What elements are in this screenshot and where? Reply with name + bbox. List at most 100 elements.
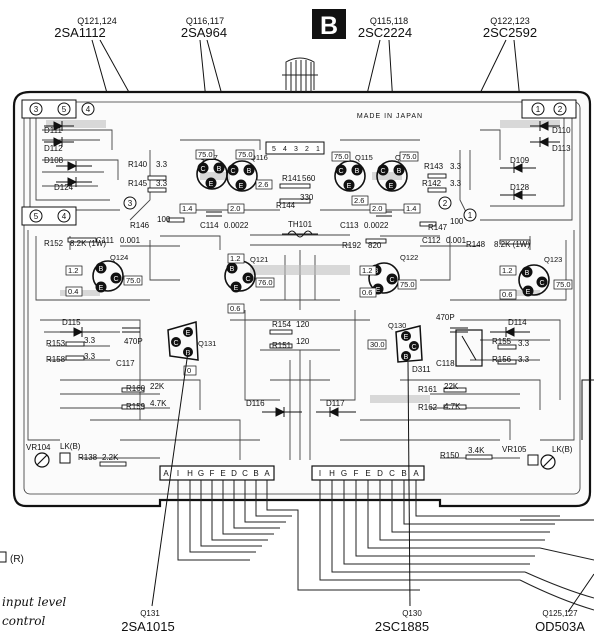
resistor-ref: R148 xyxy=(466,240,486,249)
resistor-ref: R160 xyxy=(126,384,146,393)
diode-label: D117 xyxy=(326,399,345,408)
voltage-value: 30.0 xyxy=(370,340,385,349)
group-type: OD503A xyxy=(535,619,585,634)
pin-letter: B xyxy=(99,266,104,273)
resistor-value: 100 xyxy=(157,215,171,224)
resistor-ref: R147 xyxy=(428,223,448,232)
resistor-ref: R151 xyxy=(272,341,292,350)
diode-label: D111 xyxy=(44,126,62,135)
pin-label: D xyxy=(377,469,383,478)
voltage-value: 1.2 xyxy=(362,266,372,275)
pin-letter: C xyxy=(245,276,250,283)
terminal-num: 1 xyxy=(468,211,473,220)
pin-label: D xyxy=(231,469,237,478)
section-badge: B xyxy=(312,9,346,40)
group-type: 2SC1885 xyxy=(375,619,429,634)
trimmer-ref: VR104 xyxy=(26,443,51,452)
voltage-value: 2.6 xyxy=(354,196,364,205)
resistor-r145: R145 3.3 xyxy=(128,179,168,188)
voltage-value: 75.0 xyxy=(334,152,349,161)
capacitor-ref: C118 xyxy=(436,359,455,368)
trimmer-vr104[interactable]: VR104 LK(B) xyxy=(26,442,81,468)
pin-letter: E xyxy=(404,334,409,341)
diode-icon xyxy=(262,407,302,417)
diode-icon xyxy=(316,407,356,417)
resistor-value: 4.7K xyxy=(444,402,461,411)
capacitor-ref: C111 xyxy=(96,236,114,245)
voltage-value: 2.0 xyxy=(230,204,240,213)
resistor-value: 3.3 xyxy=(518,339,530,348)
pin-letter: B xyxy=(217,166,222,173)
transistor-q124: B C E Q124 xyxy=(92,253,128,293)
terminal-num: 5 xyxy=(62,105,67,114)
pin-label: 1 xyxy=(316,146,320,153)
voltage-value: 1.4 xyxy=(182,204,192,213)
pin-letter: C xyxy=(173,340,178,347)
group-refs: Q130 xyxy=(402,609,422,618)
capacitor-value: 0.001 xyxy=(446,236,467,245)
resistor-value: 8.2K (1W) xyxy=(70,239,106,248)
side-note-r: (R) xyxy=(10,554,24,565)
voltage-value: 0.4 xyxy=(68,287,78,296)
pin-label: F xyxy=(210,469,215,478)
voltage-readings: 75.0 75.0 75.0 75.0 2.6 2.6 1.4 2.0 2.0 … xyxy=(65,149,573,376)
resistor-ref: R153 xyxy=(46,339,66,348)
resistor-ref: R141 xyxy=(282,174,302,183)
resistor-value: 3.3 xyxy=(84,336,96,345)
pin-letter: E xyxy=(99,285,104,292)
diode-label: D112 xyxy=(44,144,63,153)
transistor-q123: B C E Q123 xyxy=(518,255,562,297)
capacitor-value: 470P xyxy=(436,313,455,322)
group-label-q116: Q116,117 2SA964 xyxy=(181,16,227,40)
pin-letter: B xyxy=(247,168,252,175)
transistor-q115: C B E Q115 xyxy=(334,153,373,192)
pcb-board xyxy=(12,90,592,508)
voltage-value: 75.0 xyxy=(400,280,415,289)
resistor-value: 3.3 xyxy=(156,179,168,188)
capacitor-value: 0.001 xyxy=(120,236,141,245)
diode-icon xyxy=(44,121,74,131)
pin-label: B xyxy=(253,469,258,478)
pin-letter: B xyxy=(230,266,235,273)
resistor-r153: R153 3.3 xyxy=(46,336,96,348)
pin-label: 2 xyxy=(305,146,309,153)
pin-letter: C xyxy=(380,168,385,175)
diode-label: D124 xyxy=(54,183,74,192)
resistor-ref: R145 xyxy=(128,179,148,188)
terminal-num: 5 xyxy=(34,212,39,221)
resistor-ref: R144 xyxy=(276,201,296,210)
resistor-ref: R140 xyxy=(128,160,148,169)
transistor-q130: E C B Q130 xyxy=(388,321,423,363)
transistor-ref: Q123 xyxy=(544,255,562,264)
voltage-value: 76.0 xyxy=(258,278,273,287)
resistor-ref: R154 xyxy=(272,320,292,329)
pin-letter: B xyxy=(525,270,530,277)
voltage-value: 1.2 xyxy=(68,266,78,275)
pin-label: A xyxy=(413,469,419,478)
pin-letter: B xyxy=(397,168,402,175)
resistor-value: 120 xyxy=(296,320,310,329)
diode-label: D114 xyxy=(508,318,527,327)
trimmer-vr105[interactable]: VR105 LK(B) xyxy=(502,445,573,470)
diode-label: D110 xyxy=(552,126,571,135)
pin-label: C xyxy=(242,469,248,478)
group-refs: Q121,124 xyxy=(77,16,117,26)
pin-label: B xyxy=(401,469,406,478)
voltage-value: 1.4 xyxy=(406,204,416,213)
voltage-value: 1.2 xyxy=(230,254,240,263)
bottom-label-q125: Q125,127 OD503A xyxy=(535,609,585,634)
transistor-q116: C B E Q116 xyxy=(226,153,268,192)
resistor-r154: R154 120 xyxy=(272,320,310,329)
group-type: 2SA1015 xyxy=(121,619,175,634)
pin-label: E xyxy=(220,469,225,478)
